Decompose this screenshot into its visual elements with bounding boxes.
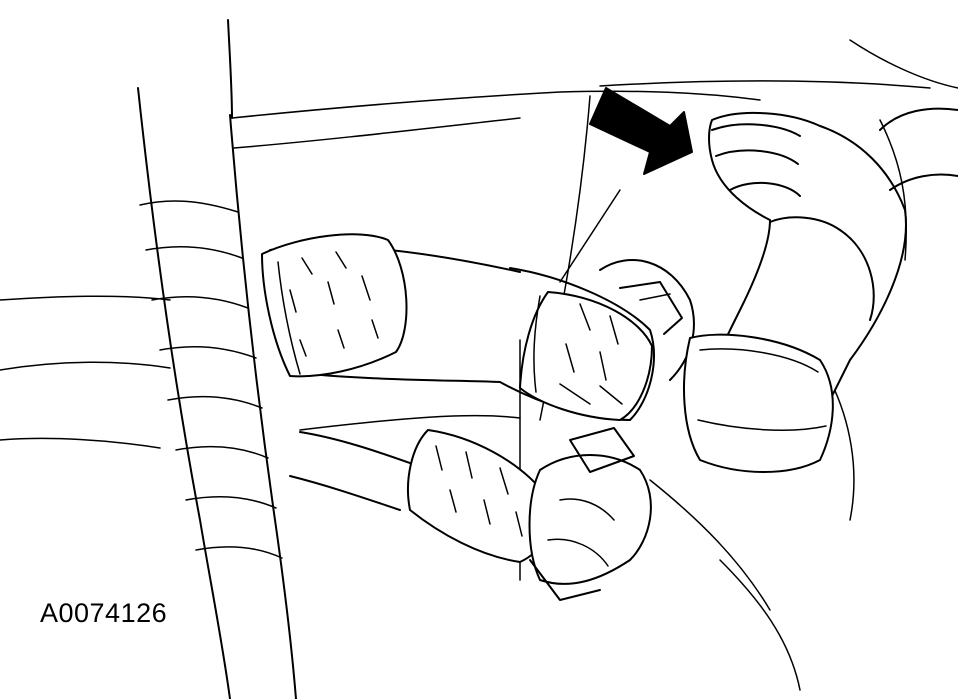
indicator-arrow [589,87,693,175]
lower-hose [289,427,652,601]
upper-hose [261,233,655,421]
indicated-hose [683,107,958,473]
figure-id-label: A0074126 [40,598,168,628]
left-duct [137,19,297,699]
